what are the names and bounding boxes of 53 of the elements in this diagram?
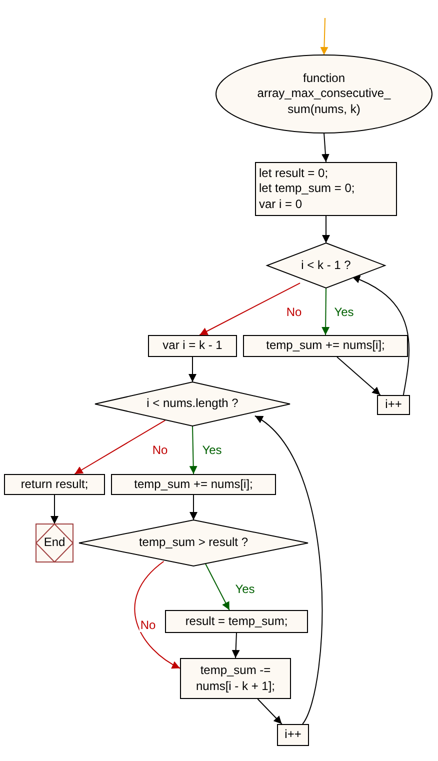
edge-label: Yes [234, 582, 256, 596]
process-box [4, 474, 105, 495]
decision-diamond [95, 382, 290, 426]
arrow [321, 132, 330, 162]
node-text: i < nums.length ? [146, 396, 238, 412]
process-box [377, 395, 410, 415]
node-text: i < k - 1 ? [301, 258, 351, 274]
process-box [148, 335, 237, 357]
arrow [190, 494, 198, 520]
arrow [320, 18, 328, 56]
arrow [204, 562, 230, 610]
arrow [50, 494, 58, 524]
edge-label: No [285, 305, 303, 319]
node-text: result = temp_sum; [185, 614, 288, 630]
edge-label: Yes [201, 443, 223, 457]
edge-label: No [151, 443, 169, 457]
node-text: i++ [284, 727, 302, 743]
process-box [111, 474, 276, 495]
node-text: return result; [20, 476, 88, 492]
node-text: temp_sum > result ? [138, 535, 248, 551]
start-ellipse [216, 55, 432, 133]
process-box [165, 610, 308, 633]
arrow [336, 356, 381, 396]
decision-diamond [79, 520, 308, 566]
node-text: temp_sum += nums[i]; [266, 338, 385, 354]
arrow [134, 560, 180, 669]
arrow [232, 632, 240, 658]
node-text: let result = 0; [259, 166, 328, 182]
end-terminal [36, 524, 73, 562]
node-text: var i = k - 1 [162, 338, 222, 354]
node-text: temp_sum -= nums[i - k + 1]; [194, 662, 276, 694]
arrow [254, 415, 323, 724]
arrow [199, 282, 301, 336]
node-text: function array_max_consecutive_ sum(nums, k) [256, 70, 392, 118]
process-box [243, 335, 408, 357]
process-box [255, 162, 397, 216]
arrow [188, 356, 196, 382]
arrow [74, 420, 166, 474]
arrow [351, 276, 410, 396]
arrow [322, 288, 330, 336]
arrow [322, 216, 330, 244]
arrow [189, 426, 198, 474]
node-text: End [44, 535, 66, 551]
node-text: temp_sum += nums[i]; [134, 476, 253, 492]
decision-diamond [267, 243, 385, 288]
node-text: var i = 0 [259, 196, 302, 212]
edge-label: No [139, 618, 157, 632]
edge-label: Yes [333, 305, 355, 319]
arrow [257, 698, 282, 724]
node-text: i++ [385, 397, 402, 413]
process-box [277, 724, 309, 746]
process-box [180, 658, 291, 699]
node-text: let temp_sum = 0; [259, 181, 355, 197]
